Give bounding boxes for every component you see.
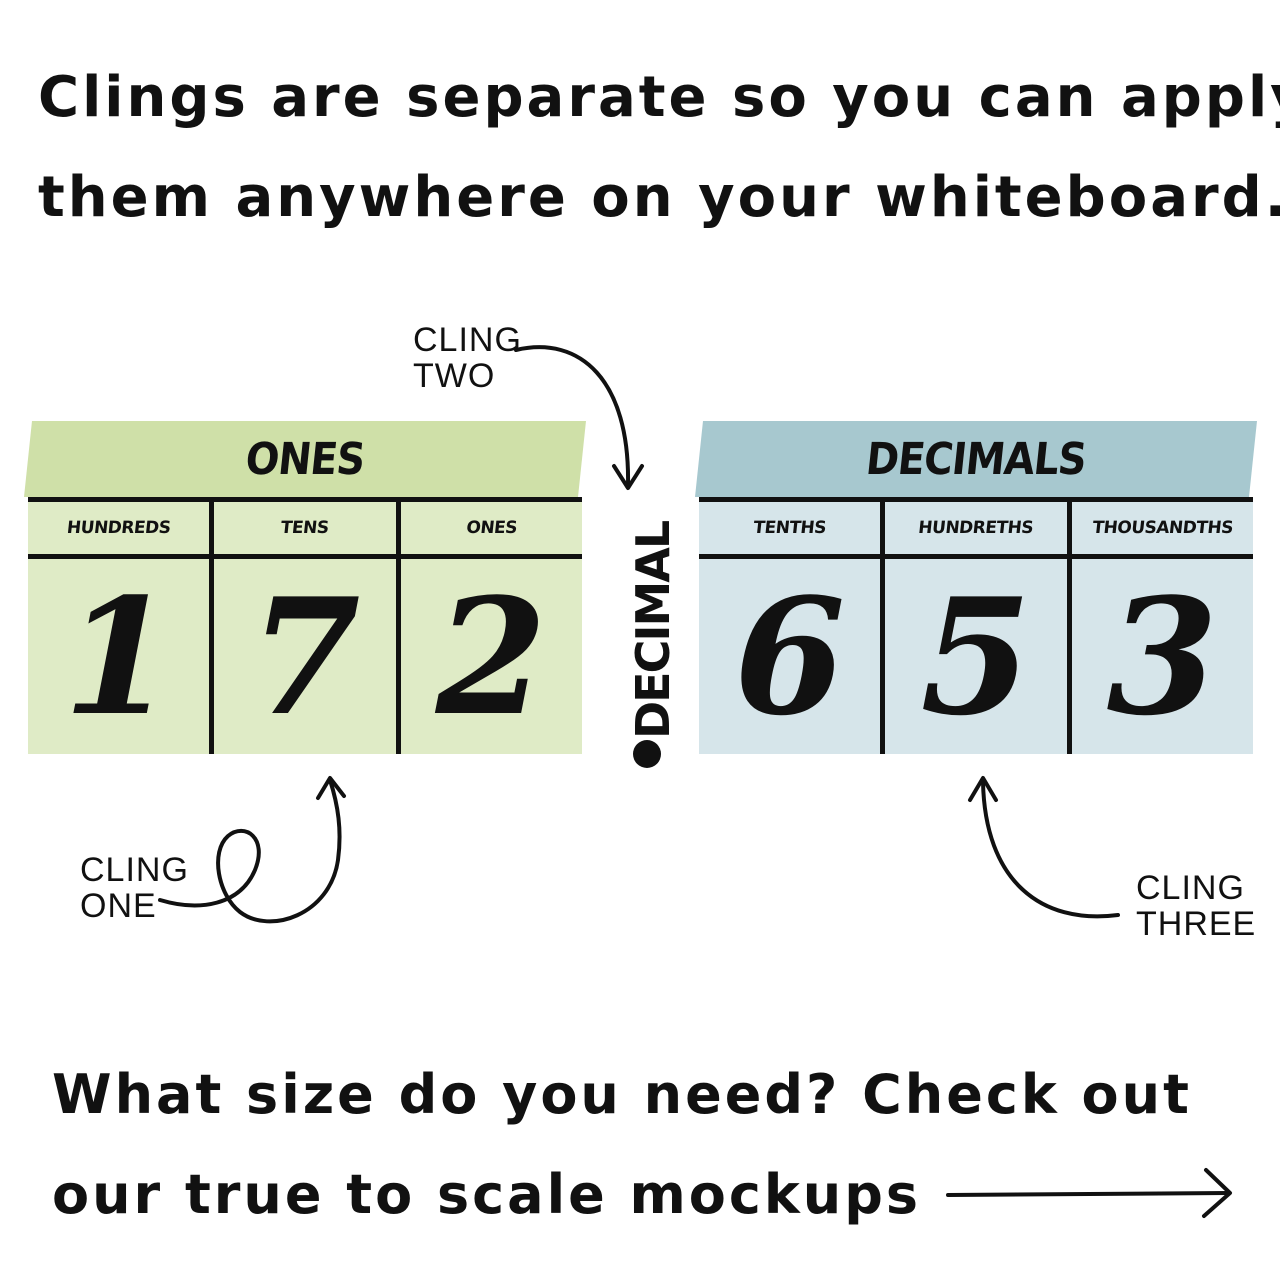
divider xyxy=(209,502,215,554)
cling-one-label-line1: CLING xyxy=(80,851,189,889)
digit-hundreds: 1 xyxy=(63,562,175,751)
digit-hundreths: 5 xyxy=(920,562,1032,751)
arrow-right-icon xyxy=(946,1168,1232,1218)
cling-one-digits: 1 7 2 xyxy=(28,559,582,754)
divider xyxy=(395,559,401,754)
arrow-curl-icon xyxy=(158,776,346,924)
footer-line-1: What size do you need? Check out xyxy=(52,1063,1192,1126)
cling-one-label-line2: ONE xyxy=(80,887,157,925)
decimal-point xyxy=(633,740,661,768)
digit-thousandths: 3 xyxy=(1106,562,1218,751)
cling-two-label-line2: TWO xyxy=(413,357,496,395)
arrow-up-icon xyxy=(968,776,1120,919)
divider xyxy=(1066,559,1072,754)
divider xyxy=(28,497,582,502)
digit-tenths: 6 xyxy=(734,562,846,751)
cling-three-label: CLING THREE xyxy=(1136,870,1256,942)
divider xyxy=(395,502,401,554)
cling-one-label: CLING ONE xyxy=(80,852,189,924)
divider xyxy=(699,554,1253,559)
cling-one-card: ONES HUNDREDS TENS ONES 1 7 2 xyxy=(24,421,586,754)
digit-ones: 2 xyxy=(435,562,547,751)
cling-three-column-headers: TENTHS HUNDRETHS THOUSANDTHS xyxy=(699,502,1253,554)
divider xyxy=(880,502,886,554)
cling-two-label: CLING TWO xyxy=(413,322,522,394)
headline-line-2: them anywhere on your whiteboard. xyxy=(38,165,1280,230)
cling-three-label-line2: THREE xyxy=(1136,905,1257,943)
headline-line-1: Clings are separate so you can apply xyxy=(38,65,1280,130)
cling-three-digits: 6 5 3 xyxy=(699,559,1253,754)
digit-tens: 7 xyxy=(249,562,361,751)
footer-line-2: our true to scale mockups xyxy=(52,1163,922,1226)
divider xyxy=(880,559,886,754)
divider xyxy=(28,554,582,559)
divider xyxy=(699,497,1253,502)
divider xyxy=(209,559,215,754)
arrow-down-icon xyxy=(514,345,644,490)
divider xyxy=(1066,502,1072,554)
cling-two-label-line1: CLING xyxy=(413,321,522,359)
cling-three-card: DECIMALS TENTHS HUNDRETHS THOUSANDTHS 6 … xyxy=(695,421,1257,754)
cling-three-label-line1: CLING xyxy=(1136,869,1245,907)
cling-one-column-headers: HUNDREDS TENS ONES xyxy=(28,502,582,554)
